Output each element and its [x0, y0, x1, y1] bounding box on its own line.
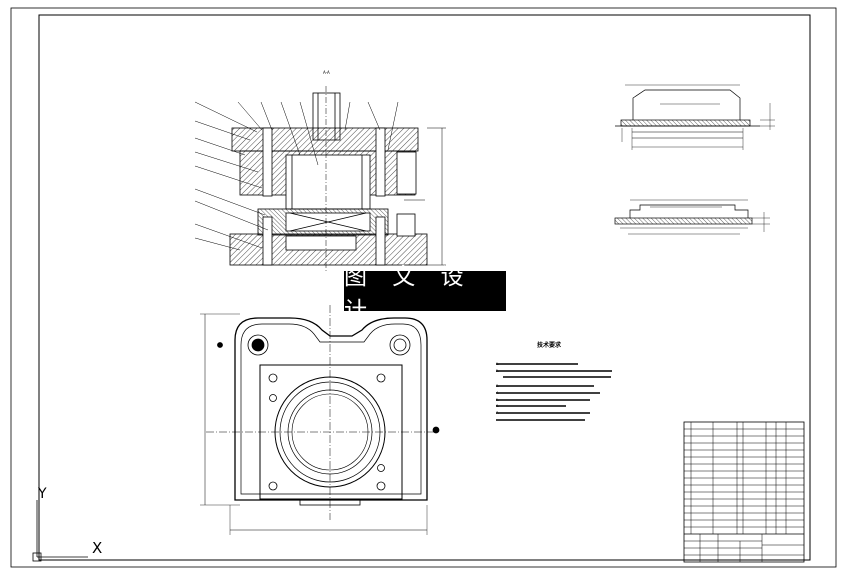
section-view	[194, 86, 446, 272]
section-title: A-A	[323, 70, 330, 75]
tech-note-line: 7.	[496, 411, 500, 415]
ucs-y-label: Y	[38, 486, 47, 502]
ucs-icon	[32, 500, 88, 562]
tech-note-line: 3.	[496, 384, 500, 388]
tech-note-line: 4.	[496, 391, 500, 395]
title-block	[683, 421, 805, 563]
watermark: 图 文 设 计	[344, 264, 506, 324]
inner-frame	[38, 14, 811, 561]
tech-note-line: 5.	[496, 398, 500, 402]
tech-note-line: 2.	[496, 369, 500, 373]
plan-view	[200, 305, 440, 535]
profile-views	[614, 84, 775, 235]
outer-frame	[10, 7, 837, 568]
tech-note-line: 6.	[496, 404, 500, 408]
tech-note-line: 1.	[496, 362, 500, 366]
tech-notes-title: 技术要求	[537, 342, 562, 349]
notes-lines	[496, 363, 612, 421]
ucs-x-label: X	[92, 539, 103, 557]
